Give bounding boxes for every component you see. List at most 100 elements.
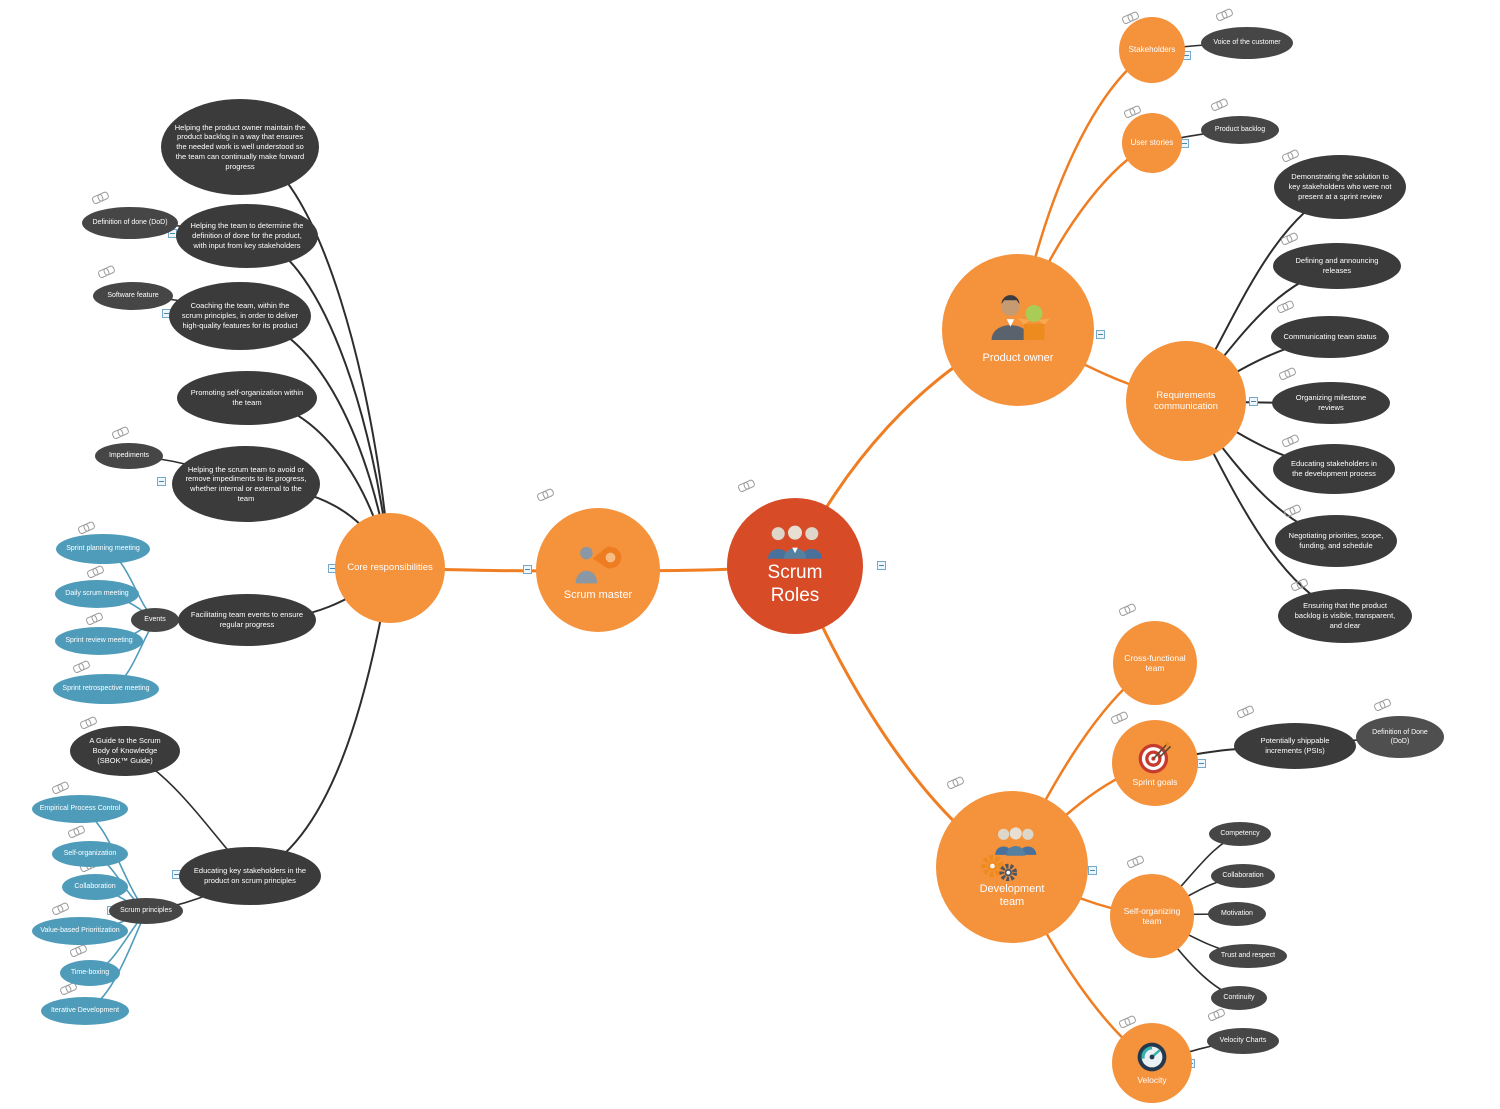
node-rc-negotiating-priorities[interactable]: Negotiating priorities, scope, funding, … <box>1275 515 1397 567</box>
team-icon <box>767 525 823 560</box>
node-sprint-planning-meeting[interactable]: Sprint planning meeting <box>56 534 150 564</box>
node-rc-educating-stakeholders[interactable]: Educating stakeholders in the developmen… <box>1273 444 1395 494</box>
node-product-owner[interactable]: Product owner <box>942 254 1094 406</box>
node-label: Scrum Roles <box>767 562 823 606</box>
node-resp-coaching[interactable]: Coaching the team, within the scrum prin… <box>169 282 311 350</box>
node-product-backlog[interactable]: Product backlog <box>1201 116 1279 144</box>
node-voice-of-the-customer[interactable]: Voice of the customer <box>1201 27 1293 59</box>
node-definition-of-done-2[interactable]: Definition of Done (DoD) <box>1356 716 1444 758</box>
node-rc-milestone-reviews[interactable]: Organizing milestone reviews <box>1272 382 1390 424</box>
node-resp-events[interactable]: Facilitating team events to ensure regul… <box>178 594 316 646</box>
node-scrum-roles[interactable]: Scrum Roles <box>727 498 863 634</box>
node-daily-scrum-meeting[interactable]: Daily scrum meeting <box>55 580 139 608</box>
node-sbok-guide[interactable]: A Guide to the Scrum Body of Knowledge (… <box>70 726 180 776</box>
node-impediments[interactable]: Impediments <box>95 443 163 469</box>
node-rc-backlog-visible[interactable]: Ensuring that the product backlog is vis… <box>1278 589 1412 643</box>
node-resp-educating[interactable]: Educating key stakeholders in the produc… <box>179 847 321 905</box>
node-motivation[interactable]: Motivation <box>1208 902 1266 926</box>
node-definition-of-done[interactable]: Definition of done (DoD) <box>82 207 178 239</box>
node-label: Time-boxing <box>70 969 110 977</box>
collapse-toggle-icon[interactable] <box>1249 397 1258 406</box>
node-label: Potentially shippable increments (PSIs) <box>1260 736 1330 755</box>
node-software-feature[interactable]: Software feature <box>93 282 173 310</box>
node-potentially-shippable-increments[interactable]: Potentially shippable increments (PSIs) <box>1234 723 1356 769</box>
node-label: Voice of the customer <box>1213 39 1281 47</box>
node-label: Promoting self-organization within the t… <box>190 388 304 407</box>
node-iterative-development[interactable]: Iterative Development <box>41 997 129 1025</box>
node-rc-demonstrating-solution[interactable]: Demonstrating the solution to key stakeh… <box>1274 155 1406 219</box>
node-velocity-charts[interactable]: Velocity Charts <box>1207 1028 1279 1054</box>
node-resp-backlog[interactable]: Helping the product owner maintain the p… <box>161 99 319 195</box>
node-label: Scrum master <box>563 589 633 602</box>
node-rc-defining-releases[interactable]: Defining and announcing releases <box>1273 243 1401 289</box>
node-continuity[interactable]: Continuity <box>1211 986 1267 1010</box>
node-label: Continuity <box>1223 994 1255 1002</box>
node-label: Helping the team to determine the defini… <box>190 221 304 250</box>
collapse-toggle-icon[interactable] <box>1096 330 1105 339</box>
node-label: Product backlog <box>1214 126 1266 134</box>
collapse-toggle-icon[interactable] <box>523 565 532 574</box>
node-label: Stakeholders <box>1128 45 1176 55</box>
node-label: Daily scrum meeting <box>65 590 129 598</box>
node-requirements-communication[interactable]: Requirements communication <box>1126 341 1246 461</box>
node-rc-communicating-status[interactable]: Communicating team status <box>1271 316 1389 358</box>
node-label: Ensuring that the product backlog is vis… <box>1294 601 1396 630</box>
gauge-icon <box>1137 1042 1167 1072</box>
node-sprint-review-meeting[interactable]: Sprint review meeting <box>55 627 143 655</box>
node-scrum-principles[interactable]: Scrum principles <box>109 898 183 924</box>
node-empirical-process-control[interactable]: Empirical Process Control <box>32 795 128 823</box>
node-sprint-goals[interactable]: Sprint goals <box>1112 720 1198 806</box>
node-label: Iterative Development <box>50 1007 120 1015</box>
node-label: A Guide to the Scrum Body of Knowledge (… <box>89 736 161 765</box>
node-velocity[interactable]: Velocity <box>1112 1023 1192 1103</box>
node-collaboration-team[interactable]: Collaboration <box>1211 864 1275 888</box>
node-label: Helping the product owner maintain the p… <box>174 122 306 171</box>
node-label: Cross-functional team <box>1124 652 1186 673</box>
node-core-responsibilities[interactable]: Core responsibilities <box>335 513 445 623</box>
collapse-toggle-icon[interactable] <box>1197 759 1206 768</box>
node-sprint-retrospective-meeting[interactable]: Sprint retrospective meeting <box>53 674 159 704</box>
node-label: Sprint retrospective meeting <box>62 685 150 693</box>
node-development-team[interactable]: Development team <box>936 791 1088 943</box>
node-label: Requirements communication <box>1154 389 1218 412</box>
team-gears-icon <box>981 827 1037 881</box>
product-owner-icon <box>991 295 1051 341</box>
node-stakeholders[interactable]: Stakeholders <box>1119 17 1185 83</box>
node-competency[interactable]: Competency <box>1209 822 1271 846</box>
megaphone-person-icon <box>575 546 622 584</box>
node-label: Communicating team status <box>1283 332 1377 342</box>
collapse-toggle-icon[interactable] <box>157 477 166 486</box>
collapse-toggle-icon[interactable] <box>1088 866 1097 875</box>
node-events[interactable]: Events <box>131 608 179 632</box>
node-cross-functional-team[interactable]: Cross-functional team <box>1113 621 1197 705</box>
node-resp-self-organization[interactable]: Promoting self-organization within the t… <box>177 371 317 425</box>
node-time-boxing[interactable]: Time-boxing <box>60 960 120 986</box>
node-label: Development team <box>979 882 1045 908</box>
node-trust-and-respect[interactable]: Trust and respect <box>1209 944 1287 968</box>
node-resp-impediments[interactable]: Helping the scrum team to avoid or remov… <box>172 446 320 522</box>
node-scrum-master[interactable]: Scrum master <box>536 508 660 632</box>
node-label: User stories <box>1130 138 1174 148</box>
node-label: Value-based Prioritization <box>40 927 120 935</box>
node-label: Self-organizing team <box>1123 905 1181 926</box>
node-value-based-prioritization[interactable]: Value-based Prioritization <box>32 917 128 945</box>
node-label: Events <box>144 616 166 624</box>
node-label: Sprint planning meeting <box>66 545 140 553</box>
node-collaboration-principle[interactable]: Collaboration <box>62 874 128 900</box>
node-self-organization[interactable]: Self-organization <box>52 841 128 867</box>
node-label: Defining and announcing releases <box>1295 256 1379 275</box>
node-self-organizing-team[interactable]: Self-organizing team <box>1110 874 1194 958</box>
node-user-stories[interactable]: User stories <box>1122 113 1182 173</box>
collapse-toggle-icon[interactable] <box>877 561 886 570</box>
node-label: Helping the scrum team to avoid or remov… <box>185 464 307 503</box>
node-label: Negotiating priorities, scope, funding, … <box>1288 531 1384 550</box>
node-label: Software feature <box>107 292 159 300</box>
node-label: Educating key stakeholders in the produc… <box>193 866 307 885</box>
node-label: Sprint goals <box>1132 776 1178 787</box>
node-label: Definition of done (DoD) <box>92 219 168 227</box>
node-label: Educating stakeholders in the developmen… <box>1291 459 1377 478</box>
node-resp-dod[interactable]: Helping the team to determine the defini… <box>176 204 318 268</box>
node-label: Sprint review meeting <box>65 637 133 645</box>
node-label: Impediments <box>108 452 150 460</box>
